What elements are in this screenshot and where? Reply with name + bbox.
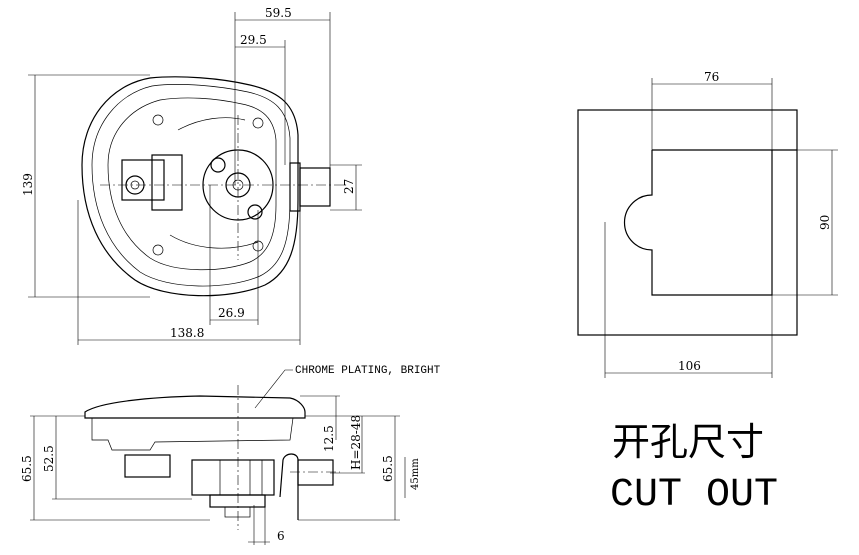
chrome-plating-note: CHROME PLATING, BRIGHT xyxy=(295,365,441,377)
dim-139: 139 xyxy=(21,173,35,196)
cutout-view: 76 90 106 开孔尺寸 CUT OUT xyxy=(577,70,838,518)
dim-6: 6 xyxy=(277,529,285,543)
cutout-title-en: CUT OUT xyxy=(610,473,778,518)
dim-59-5: 59.5 xyxy=(265,6,292,20)
dim-29-5: 29.5 xyxy=(240,33,267,47)
top-view: 139 138.8 59.5 29.5 26.9 27 xyxy=(21,6,362,345)
dim-45mm: 45mm xyxy=(410,458,421,490)
dim-138-8: 138.8 xyxy=(170,326,204,340)
cutout-title-cn: 开孔尺寸 xyxy=(612,420,764,464)
side-view: CHROME PLATING, BRIGHT 65.5 52.5 12.5 H=… xyxy=(20,365,441,545)
dim-106: 106 xyxy=(678,359,701,373)
dim-65-5-left: 65.5 xyxy=(20,455,34,482)
dim-h-28-48: H=28-48 xyxy=(349,415,363,470)
dim-90: 90 xyxy=(818,215,832,230)
dim-26-9: 26.9 xyxy=(218,306,245,320)
dim-12-5: 12.5 xyxy=(322,425,336,452)
dim-65-5-right: 65.5 xyxy=(381,455,395,482)
dim-27: 27 xyxy=(342,179,356,194)
dim-76: 76 xyxy=(704,70,719,84)
dim-52-5: 52.5 xyxy=(42,445,56,472)
